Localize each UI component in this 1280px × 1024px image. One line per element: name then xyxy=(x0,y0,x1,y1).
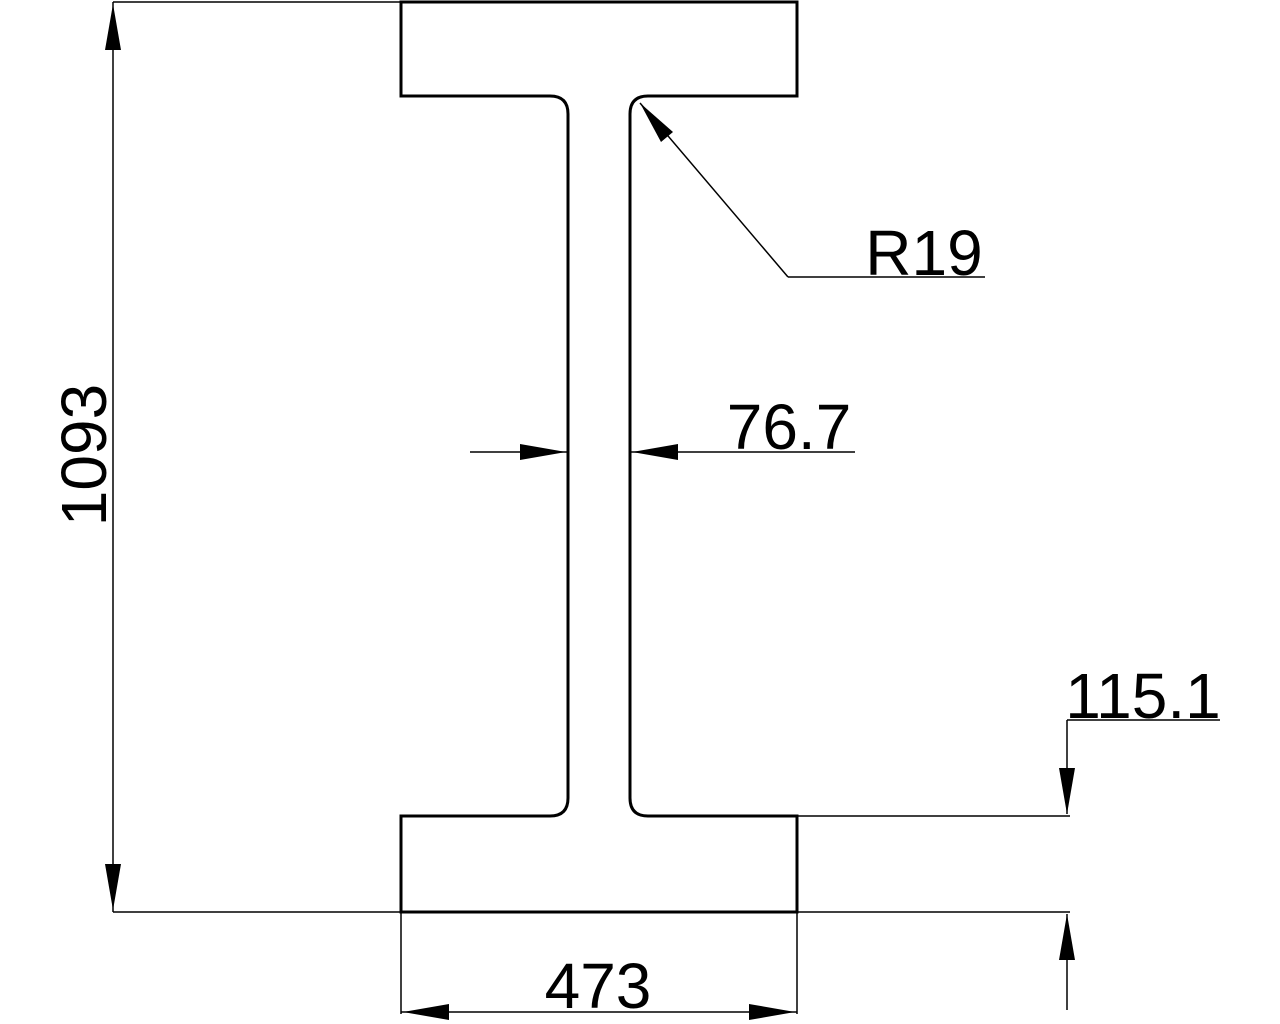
web-thickness-label: 76.7 xyxy=(727,391,852,463)
flange-thickness-label: 115.1 xyxy=(1065,660,1220,732)
flange-arrow-bottom xyxy=(1059,914,1075,960)
flange-width-label: 473 xyxy=(545,950,652,1022)
web-arrow-left xyxy=(520,444,566,460)
width-arrow-left xyxy=(403,1004,449,1020)
web-arrow-right xyxy=(632,444,678,460)
depth-arrow-bottom xyxy=(105,864,121,910)
fillet-radius-leader: R19 xyxy=(639,102,985,289)
depth-arrow-top xyxy=(105,4,121,50)
flange-thickness-dimension: 115.1 xyxy=(797,660,1221,1010)
depth-dimension: 1093 xyxy=(48,1,401,913)
radius-arrow xyxy=(640,103,673,142)
fillet-radius-label: R19 xyxy=(865,217,982,289)
width-arrow-right xyxy=(749,1004,795,1020)
depth-label: 1093 xyxy=(48,384,120,526)
flange-arrow-top xyxy=(1059,768,1075,814)
web-thickness-dimension: 76.7 xyxy=(470,391,855,463)
flange-width-dimension: 473 xyxy=(400,912,798,1022)
